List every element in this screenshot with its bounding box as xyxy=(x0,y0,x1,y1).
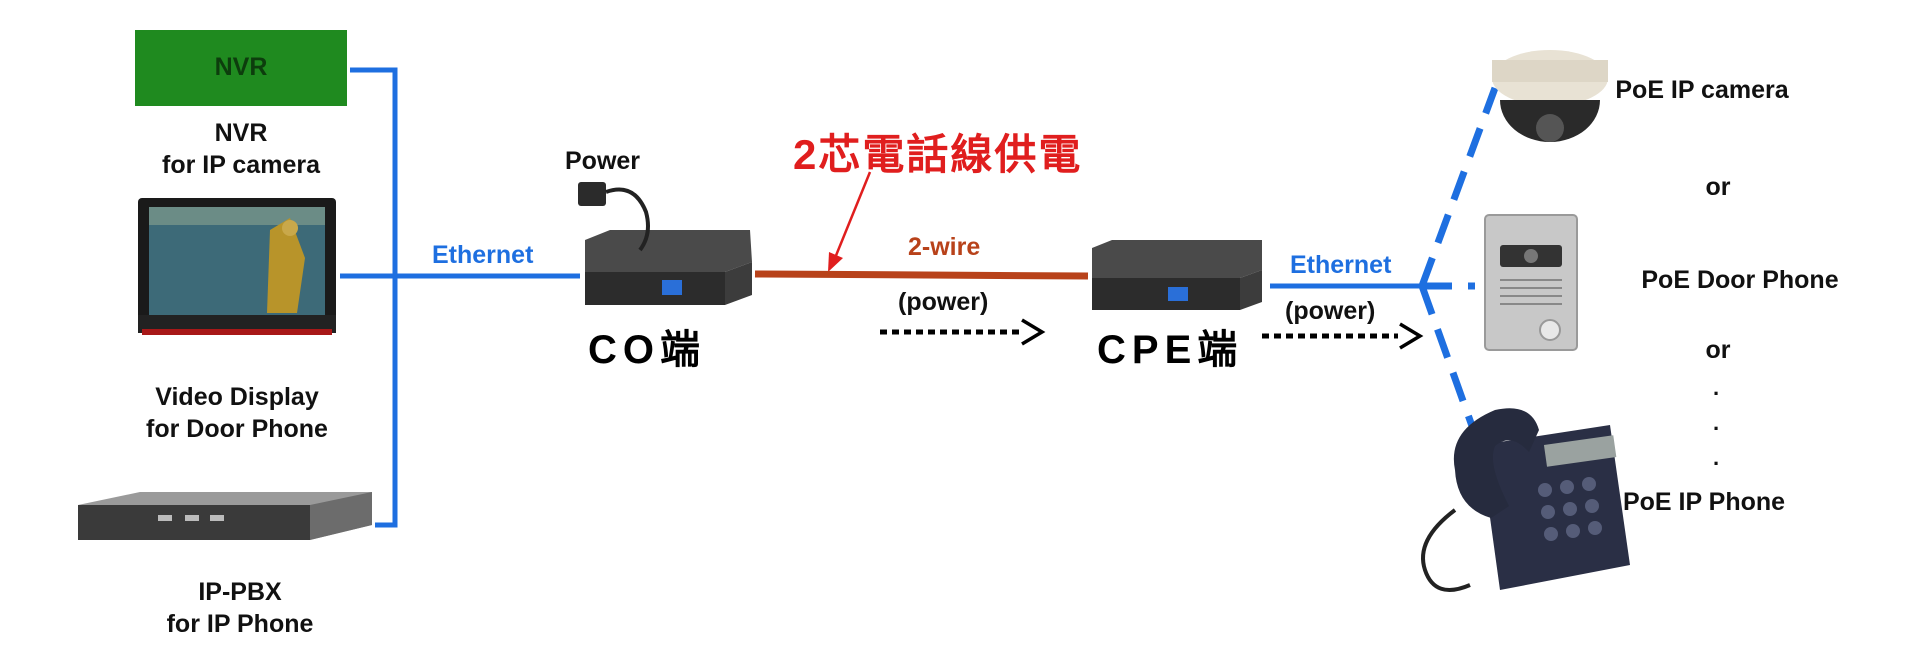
ethernet-label-right: Ethernet xyxy=(1290,251,1392,279)
video-display-icon xyxy=(138,198,336,335)
co-label: CO端 xyxy=(588,328,706,372)
camera-label: PoE IP camera xyxy=(1615,76,1789,104)
nvr-caption-line1: NVR xyxy=(214,119,268,147)
ethernet-bus-left xyxy=(340,67,580,528)
two-wire-line xyxy=(754,270,1089,280)
power-arrow-right xyxy=(1262,322,1424,350)
cpe-unit-icon xyxy=(1092,240,1262,310)
ippbx-caption-line1: IP-PBX xyxy=(198,578,282,606)
ellipsis-dot-3: . xyxy=(1713,445,1720,470)
ip-phone-icon xyxy=(1421,408,1630,592)
power-label-mid: (power) xyxy=(898,288,989,316)
ellipsis-dot-1: . xyxy=(1713,375,1720,400)
door-phone-label: PoE Door Phone xyxy=(1641,266,1839,294)
power-label-right: (power) xyxy=(1285,297,1376,325)
or-label-2: or xyxy=(1705,336,1731,364)
two-wire-label: 2-wire xyxy=(908,233,981,261)
video-display-caption-line2: for Door Phone xyxy=(146,415,328,443)
nvr-caption-line2: for IP camera xyxy=(162,151,320,179)
dome-camera-icon xyxy=(1492,50,1608,142)
or-label-1: or xyxy=(1705,173,1731,201)
annotation-arrow xyxy=(828,171,872,272)
cpe-label: CPE端 xyxy=(1097,328,1244,372)
door-phone-icon xyxy=(1484,214,1578,351)
ippbx-icon xyxy=(78,492,372,540)
ippbx-caption-line2: for IP Phone xyxy=(166,610,314,638)
nvr-box xyxy=(135,30,347,106)
ip-phone-label: PoE IP Phone xyxy=(1622,488,1786,516)
diagram-title: 2芯電話線供電 xyxy=(793,131,1083,178)
power-arrow-mid xyxy=(880,318,1046,346)
nvr-box-label: NVR xyxy=(214,53,268,81)
co-unit-icon xyxy=(585,230,752,305)
video-display-caption-line1: Video Display xyxy=(155,383,319,411)
ethernet-label-left: Ethernet xyxy=(432,241,534,269)
power-adapter-icon xyxy=(578,182,650,252)
power-adapter-label: Power xyxy=(565,147,641,175)
ellipsis-dot-2: . xyxy=(1713,410,1720,435)
